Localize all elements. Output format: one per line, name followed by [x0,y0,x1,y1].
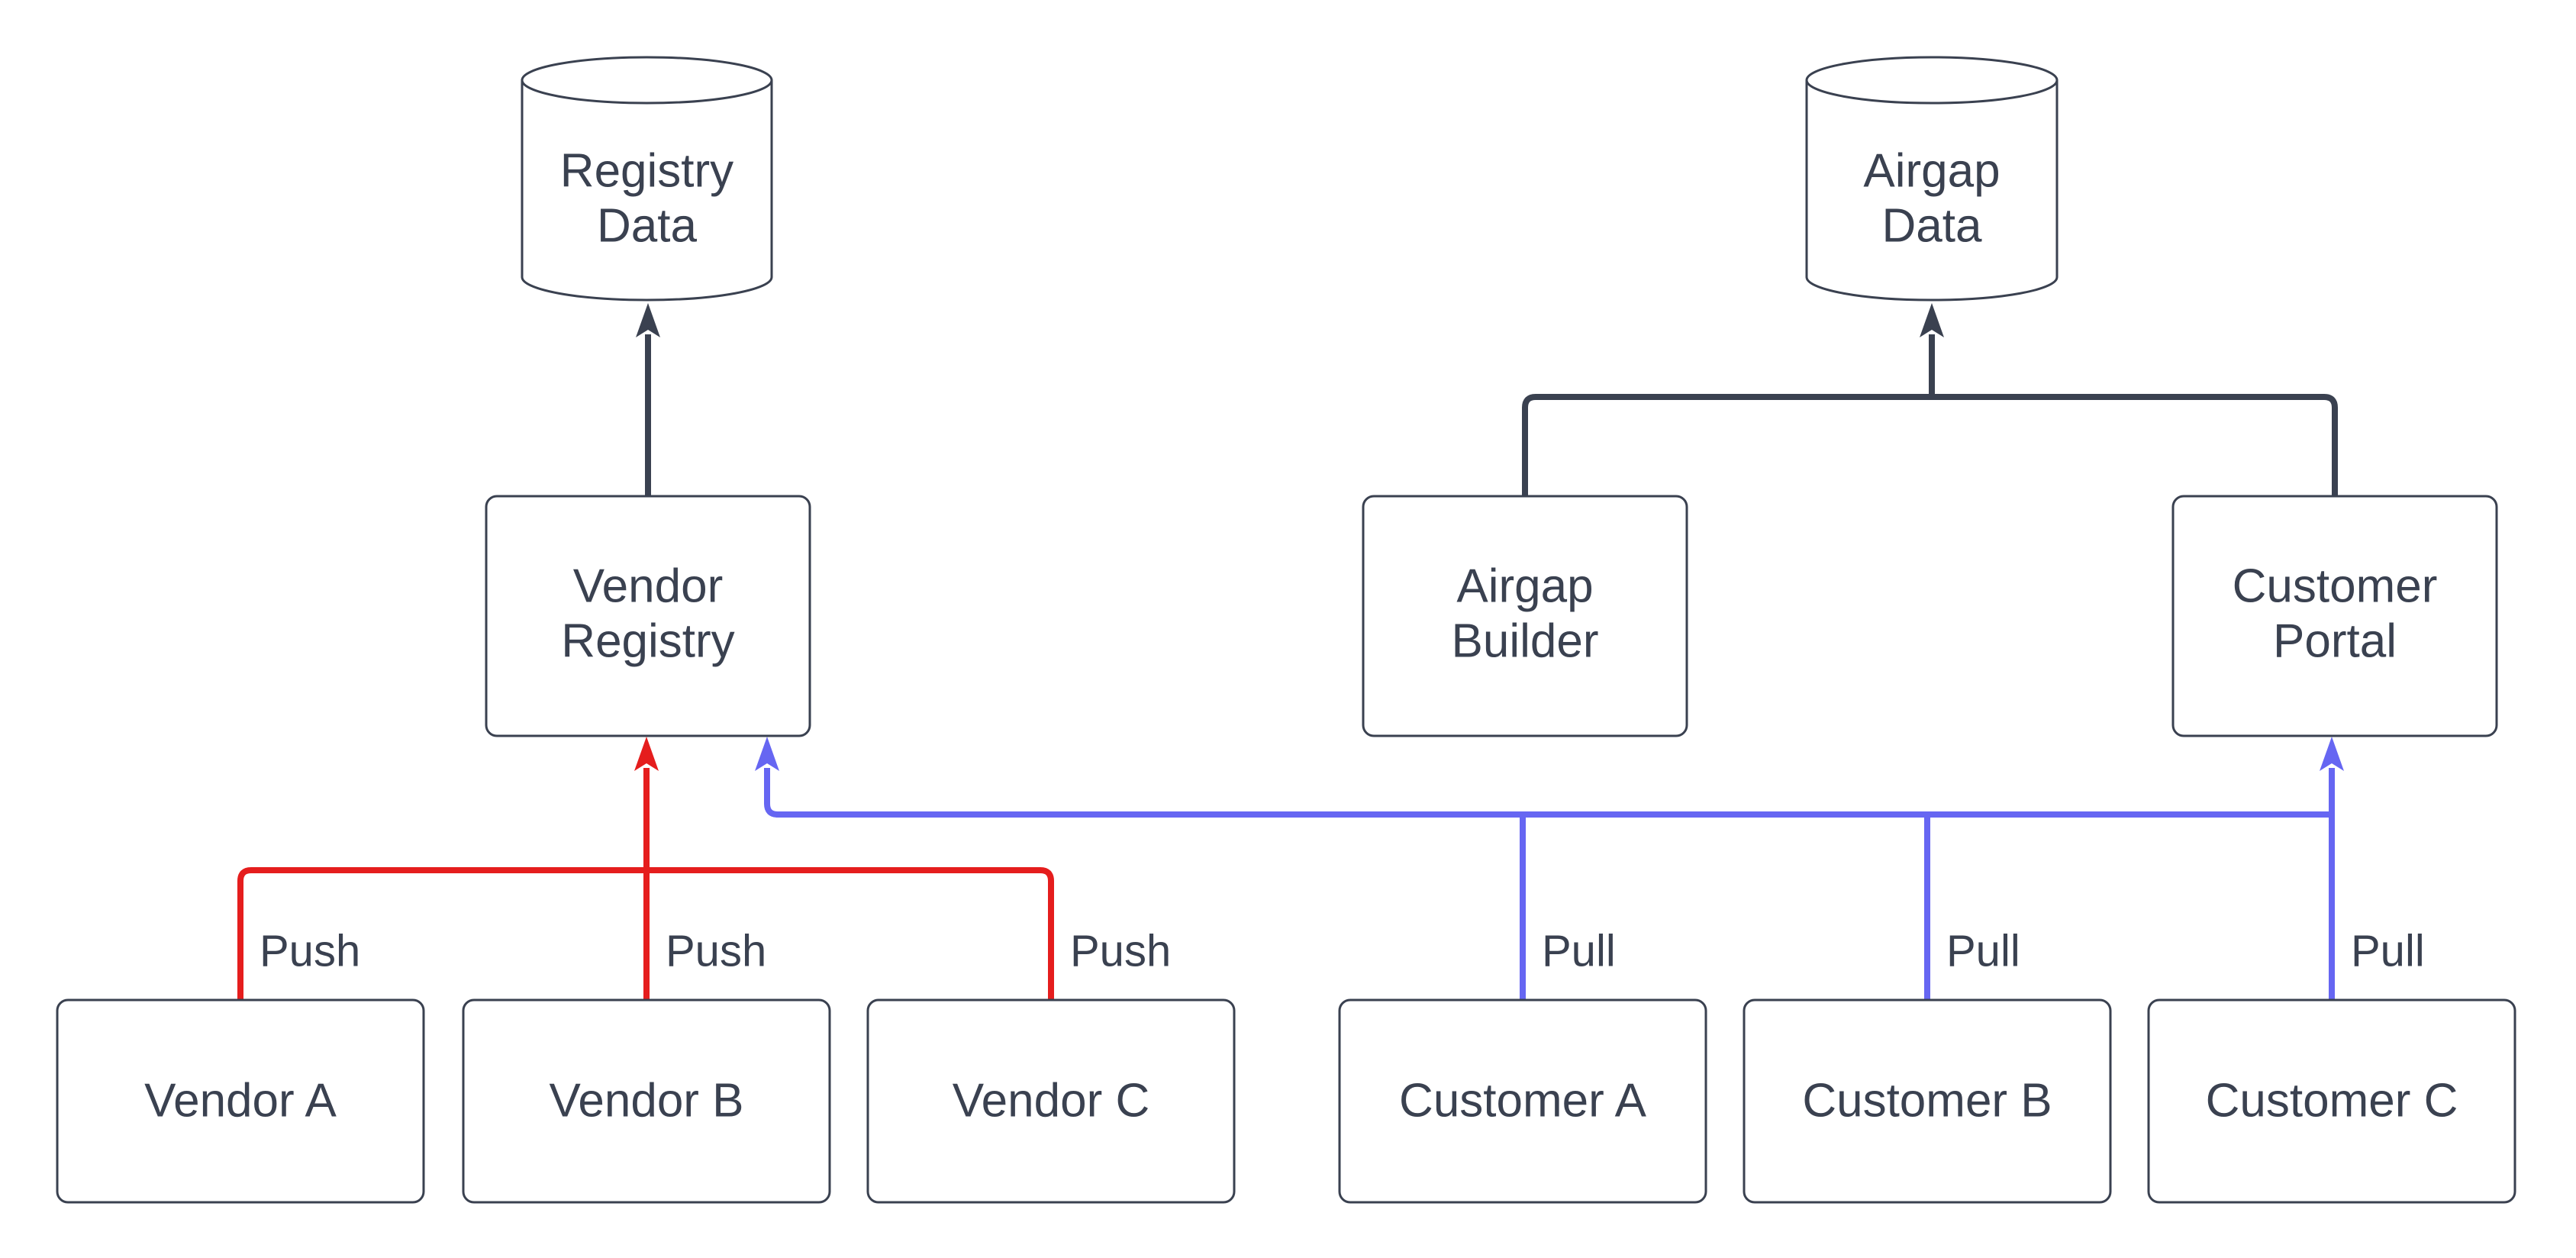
edge-label-push-c: Push [1070,926,1171,976]
edge-label-push-b: Push [666,926,766,976]
node-label: Customer C [2206,1074,2458,1127]
box-shape [462,998,831,1204]
arrowhead-into-vendor-registry-push [634,737,659,771]
arrowhead-into-airgap-data [1920,303,1944,337]
box-shape [2171,495,2498,737]
node-customer-a: Customer A [1338,998,1707,1204]
node-label: Portal [2273,614,2397,667]
box-shape [1743,998,2112,1204]
node-label: Registry [560,144,733,197]
node-label: Data [1882,199,1982,252]
node-label: Airgap [1863,144,2000,197]
database-cylinder-top-icon [521,56,773,105]
box-shape [866,998,1236,1204]
arrowhead-into-vendor-registry-pull [755,737,779,771]
node-label: Builder [1452,614,1599,667]
box-shape [56,998,425,1204]
node-label: Vendor [573,560,724,612]
box-shape [1338,998,1707,1204]
database-cylinder-icon [521,80,773,302]
node-customer-c: Customer C [2147,998,2516,1204]
node-vendor-c: Vendor C [866,998,1236,1204]
node-label: Customer B [1802,1074,2052,1127]
node-label: Customer A [1399,1074,1647,1127]
edge-pull-bus [755,737,2344,1000]
edge-label-push-a: Push [260,926,360,976]
database-cylinder-icon [1805,80,2059,302]
edge-label-pull-a: Pull [1542,926,1616,976]
edge-label-pull-b: Pull [1946,926,2020,976]
node-label: Data [597,199,697,252]
node-label: Customer [2233,560,2438,612]
node-label: Vendor A [144,1074,337,1127]
node-vendor-b: Vendor B [462,998,831,1204]
box-shape [2147,998,2516,1204]
arrowhead-into-registry-data [636,303,660,337]
pull-bus-line [764,768,2332,818]
edge-line [1932,394,2338,496]
node-customer-b: Customer B [1743,998,2112,1204]
node-airgap-builder: Airgap Builder [1362,495,1688,737]
edge-customer-portal-to-airgap-data [1920,303,2338,496]
edge-line [1522,394,1932,496]
node-label: Airgap [1456,560,1593,612]
node-vendor-registry: Vendor Registry [485,495,811,737]
edge-label-pull-c: Pull [2351,926,2425,976]
box-shape [485,495,811,737]
node-customer-portal: Customer Portal [2171,495,2498,737]
edge-vendor-registry-to-registry-data [636,303,660,496]
box-shape [1362,495,1688,737]
node-airgap-data: Airgap Data [1805,56,2059,302]
node-label: Vendor C [953,1074,1150,1127]
node-registry-data: Registry Data [521,56,773,302]
node-label: Registry [561,614,734,667]
node-label: Vendor B [549,1074,743,1127]
edge-airgap-builder-to-airgap-data [1522,394,1932,496]
database-cylinder-top-icon [1805,56,2059,105]
edge-push-bus [237,737,1054,1000]
arrowhead-into-customer-portal [2320,737,2344,771]
node-vendor-a: Vendor A [56,998,425,1204]
